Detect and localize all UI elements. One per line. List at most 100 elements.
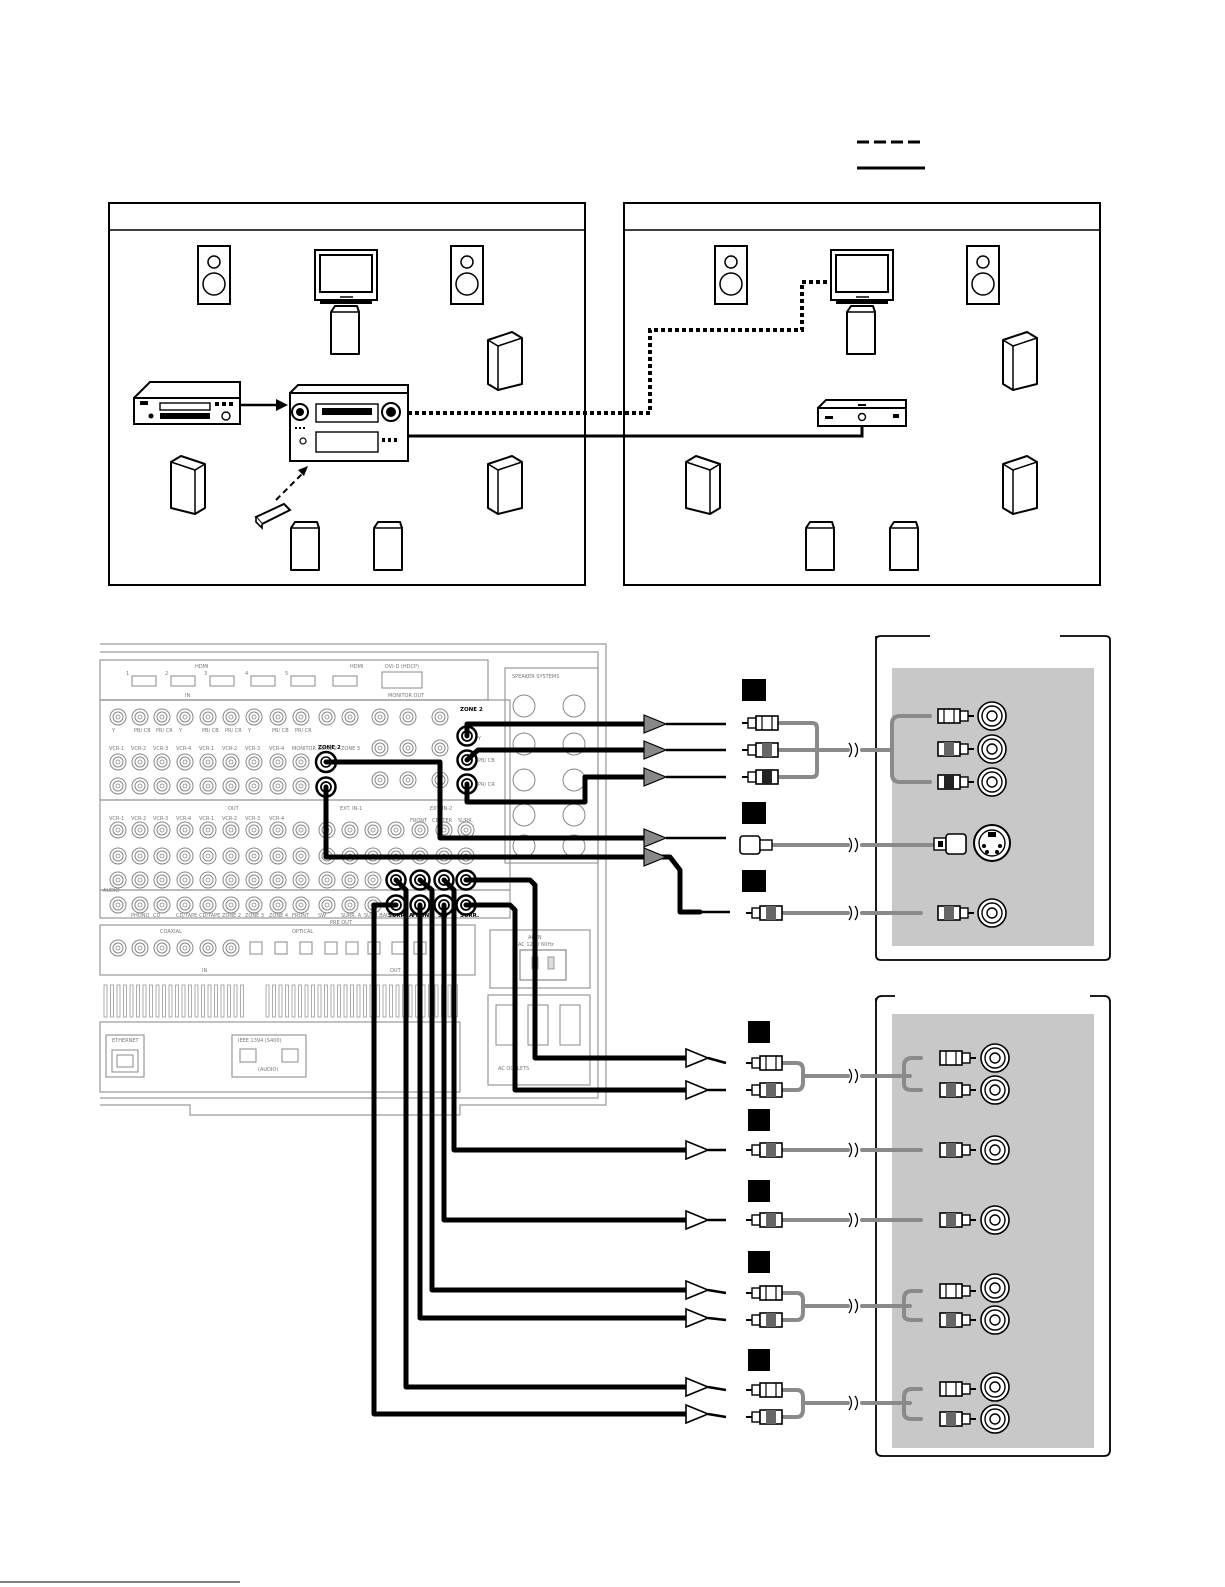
speaker-terminal xyxy=(512,768,536,792)
vent-slot xyxy=(356,984,361,1018)
cable-zone2-y xyxy=(464,721,651,739)
preout-surr-a-label: SURR. A xyxy=(388,913,414,919)
receiver-rear-panel xyxy=(99,643,607,1116)
panel-jack xyxy=(269,753,287,771)
audio-top-label: VCR-3 xyxy=(153,816,168,822)
remote-control-icon xyxy=(254,502,292,530)
panel-jack xyxy=(199,939,217,957)
audio-bottom-label: PHONO xyxy=(131,913,149,919)
panel-jack xyxy=(292,777,310,795)
surround-right-rear-speaker xyxy=(487,455,523,515)
cable-surr-r xyxy=(371,902,695,1417)
vent-slot xyxy=(194,984,199,1018)
zone2-amplifier-icon xyxy=(817,399,907,427)
vent-slot xyxy=(343,984,348,1018)
panel-jack xyxy=(341,708,359,726)
vent-slot xyxy=(220,984,225,1018)
preout-front-label: FRONT xyxy=(412,913,433,919)
vent-slot xyxy=(337,984,341,1018)
receiver-cables xyxy=(323,721,703,1417)
vent-slot xyxy=(298,984,302,1018)
cable-surr-l xyxy=(393,877,695,1390)
vent-slot xyxy=(129,984,134,1018)
panel-jack xyxy=(399,771,417,789)
panel-jack xyxy=(153,753,171,771)
step-marker-front xyxy=(748,1251,770,1273)
audio-bottom-label: CD xyxy=(153,913,160,919)
audio-bottom-label: SURR. A xyxy=(341,913,362,919)
cable-zone2-svideo xyxy=(323,759,651,841)
surround-back-right-speaker xyxy=(373,521,403,571)
ac-inlet xyxy=(519,949,567,981)
vent-slot xyxy=(175,984,179,1018)
panel-jack xyxy=(292,753,310,771)
panel-jack xyxy=(109,896,127,914)
zone2-video-link xyxy=(408,280,831,415)
panel-jack xyxy=(176,777,194,795)
svideo-plug-device xyxy=(933,833,967,855)
optical-port xyxy=(249,941,263,955)
audio-bottom-label: CD/TAPE xyxy=(176,913,197,919)
audio-top-label: VCR-1 xyxy=(109,816,124,822)
panel-jack xyxy=(292,896,310,914)
cable-zone2-pb xyxy=(464,747,651,763)
vent-slot xyxy=(162,984,166,1018)
audio-sub-label: (AUDIO) xyxy=(258,1067,278,1073)
panel-jack xyxy=(292,847,310,865)
zone2-amplifier-device xyxy=(875,995,1111,1457)
panel-jack xyxy=(269,821,287,839)
hdmi-monitor-label: HDMI xyxy=(350,664,363,670)
panel-jack xyxy=(176,871,194,889)
panel-jack xyxy=(153,939,171,957)
panel-jack xyxy=(318,871,336,889)
hdmi-label: HDMI xyxy=(195,664,208,670)
svideo-plug-receiver xyxy=(739,835,773,855)
panel-jack xyxy=(109,753,127,771)
step-marker-svideo xyxy=(742,802,766,824)
panel-jack xyxy=(153,777,171,795)
panel-jack xyxy=(131,708,149,726)
panel-jack xyxy=(222,708,240,726)
video-row-label: VCR-3 xyxy=(153,746,168,752)
vent-slot xyxy=(304,984,309,1018)
component-header: Y xyxy=(111,728,116,734)
panel-jack xyxy=(131,896,149,914)
dvi-port xyxy=(381,671,423,689)
vent-slot xyxy=(363,984,367,1018)
audio-bottom-label: CD/TAPE xyxy=(199,913,220,919)
panel-jack xyxy=(371,771,389,789)
panel-jack xyxy=(318,708,336,726)
optical-port xyxy=(324,941,338,955)
speaker-terminal xyxy=(512,694,536,718)
vent-slot xyxy=(201,984,205,1018)
optical-port xyxy=(274,941,288,955)
step-marker-subwoofer xyxy=(748,1109,770,1131)
out-label: OUT xyxy=(228,806,240,812)
video-row-label: VCR-3 xyxy=(245,746,260,752)
optical-port xyxy=(345,941,359,955)
vent-slot xyxy=(214,984,218,1018)
audio-bottom-label: ZONE 4 xyxy=(269,913,288,919)
video-row-label: ZONE 2 xyxy=(318,746,337,752)
hdmi-port-number: 2 xyxy=(165,671,168,677)
preout-surr-label: SURR. xyxy=(460,913,479,919)
video-row-label: VCR-2 xyxy=(131,746,146,752)
panel-jack xyxy=(371,739,389,757)
panel-jack xyxy=(131,939,149,957)
panel-jack xyxy=(222,777,240,795)
vent-slot xyxy=(278,984,283,1018)
digital-out-label: OUT xyxy=(390,968,402,974)
video-row-label: VCR-2 xyxy=(222,746,237,752)
vent-slot xyxy=(233,984,238,1018)
step-marker-surround xyxy=(748,1349,770,1371)
panel-jack xyxy=(131,753,149,771)
cable-zone2-composite xyxy=(323,784,703,915)
panel-jack xyxy=(199,847,217,865)
panel-jack xyxy=(176,847,194,865)
zone2-pr-label: PR/ CR xyxy=(478,782,495,788)
panel-jack xyxy=(411,821,429,839)
hdmi-port xyxy=(290,675,316,687)
panel-jack xyxy=(292,821,310,839)
video-row-label: VCR-1 xyxy=(109,746,124,752)
panel-jack xyxy=(431,739,449,757)
